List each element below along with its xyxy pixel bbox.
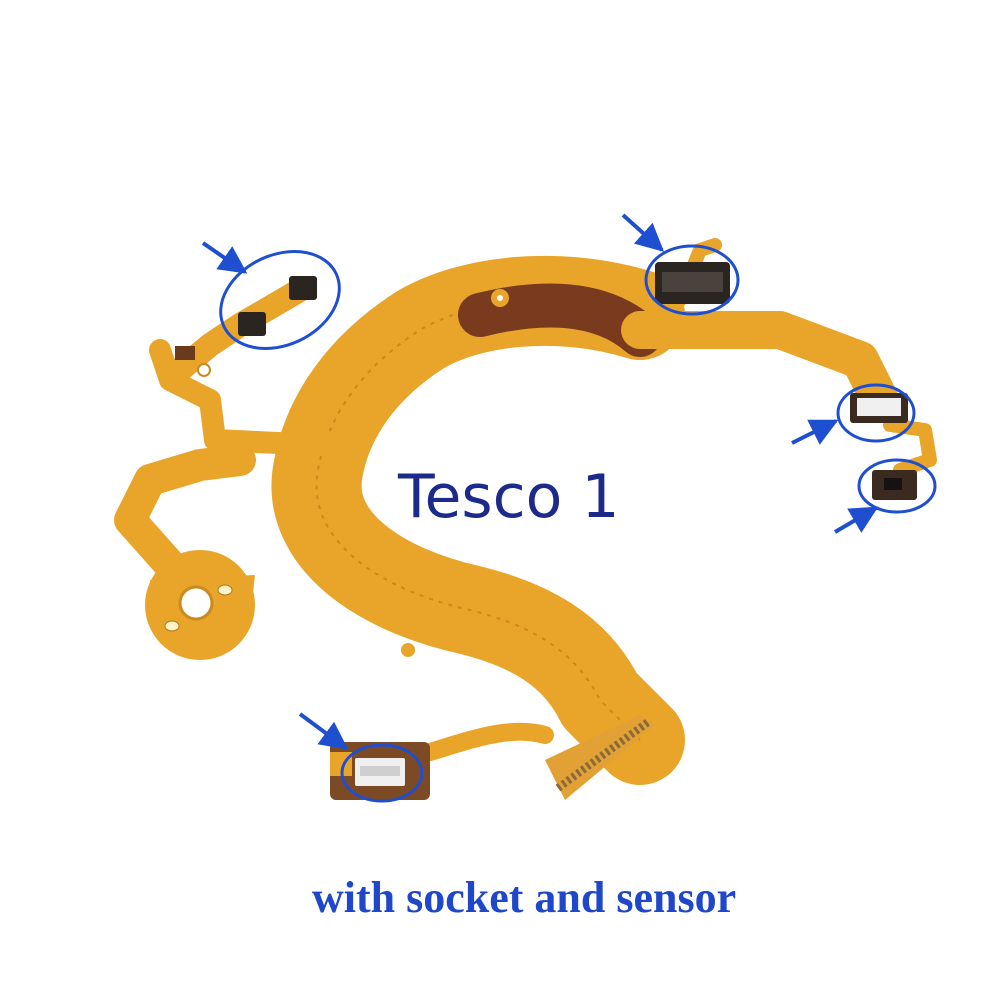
watermark-text: Tesco 1 [398, 462, 620, 532]
product-caption: with socket and sensor [312, 873, 737, 922]
components [175, 262, 917, 786]
flex-cable [114, 238, 937, 800]
arrow-icon [201, 213, 879, 750]
highlight-ellipse [219, 244, 937, 803]
